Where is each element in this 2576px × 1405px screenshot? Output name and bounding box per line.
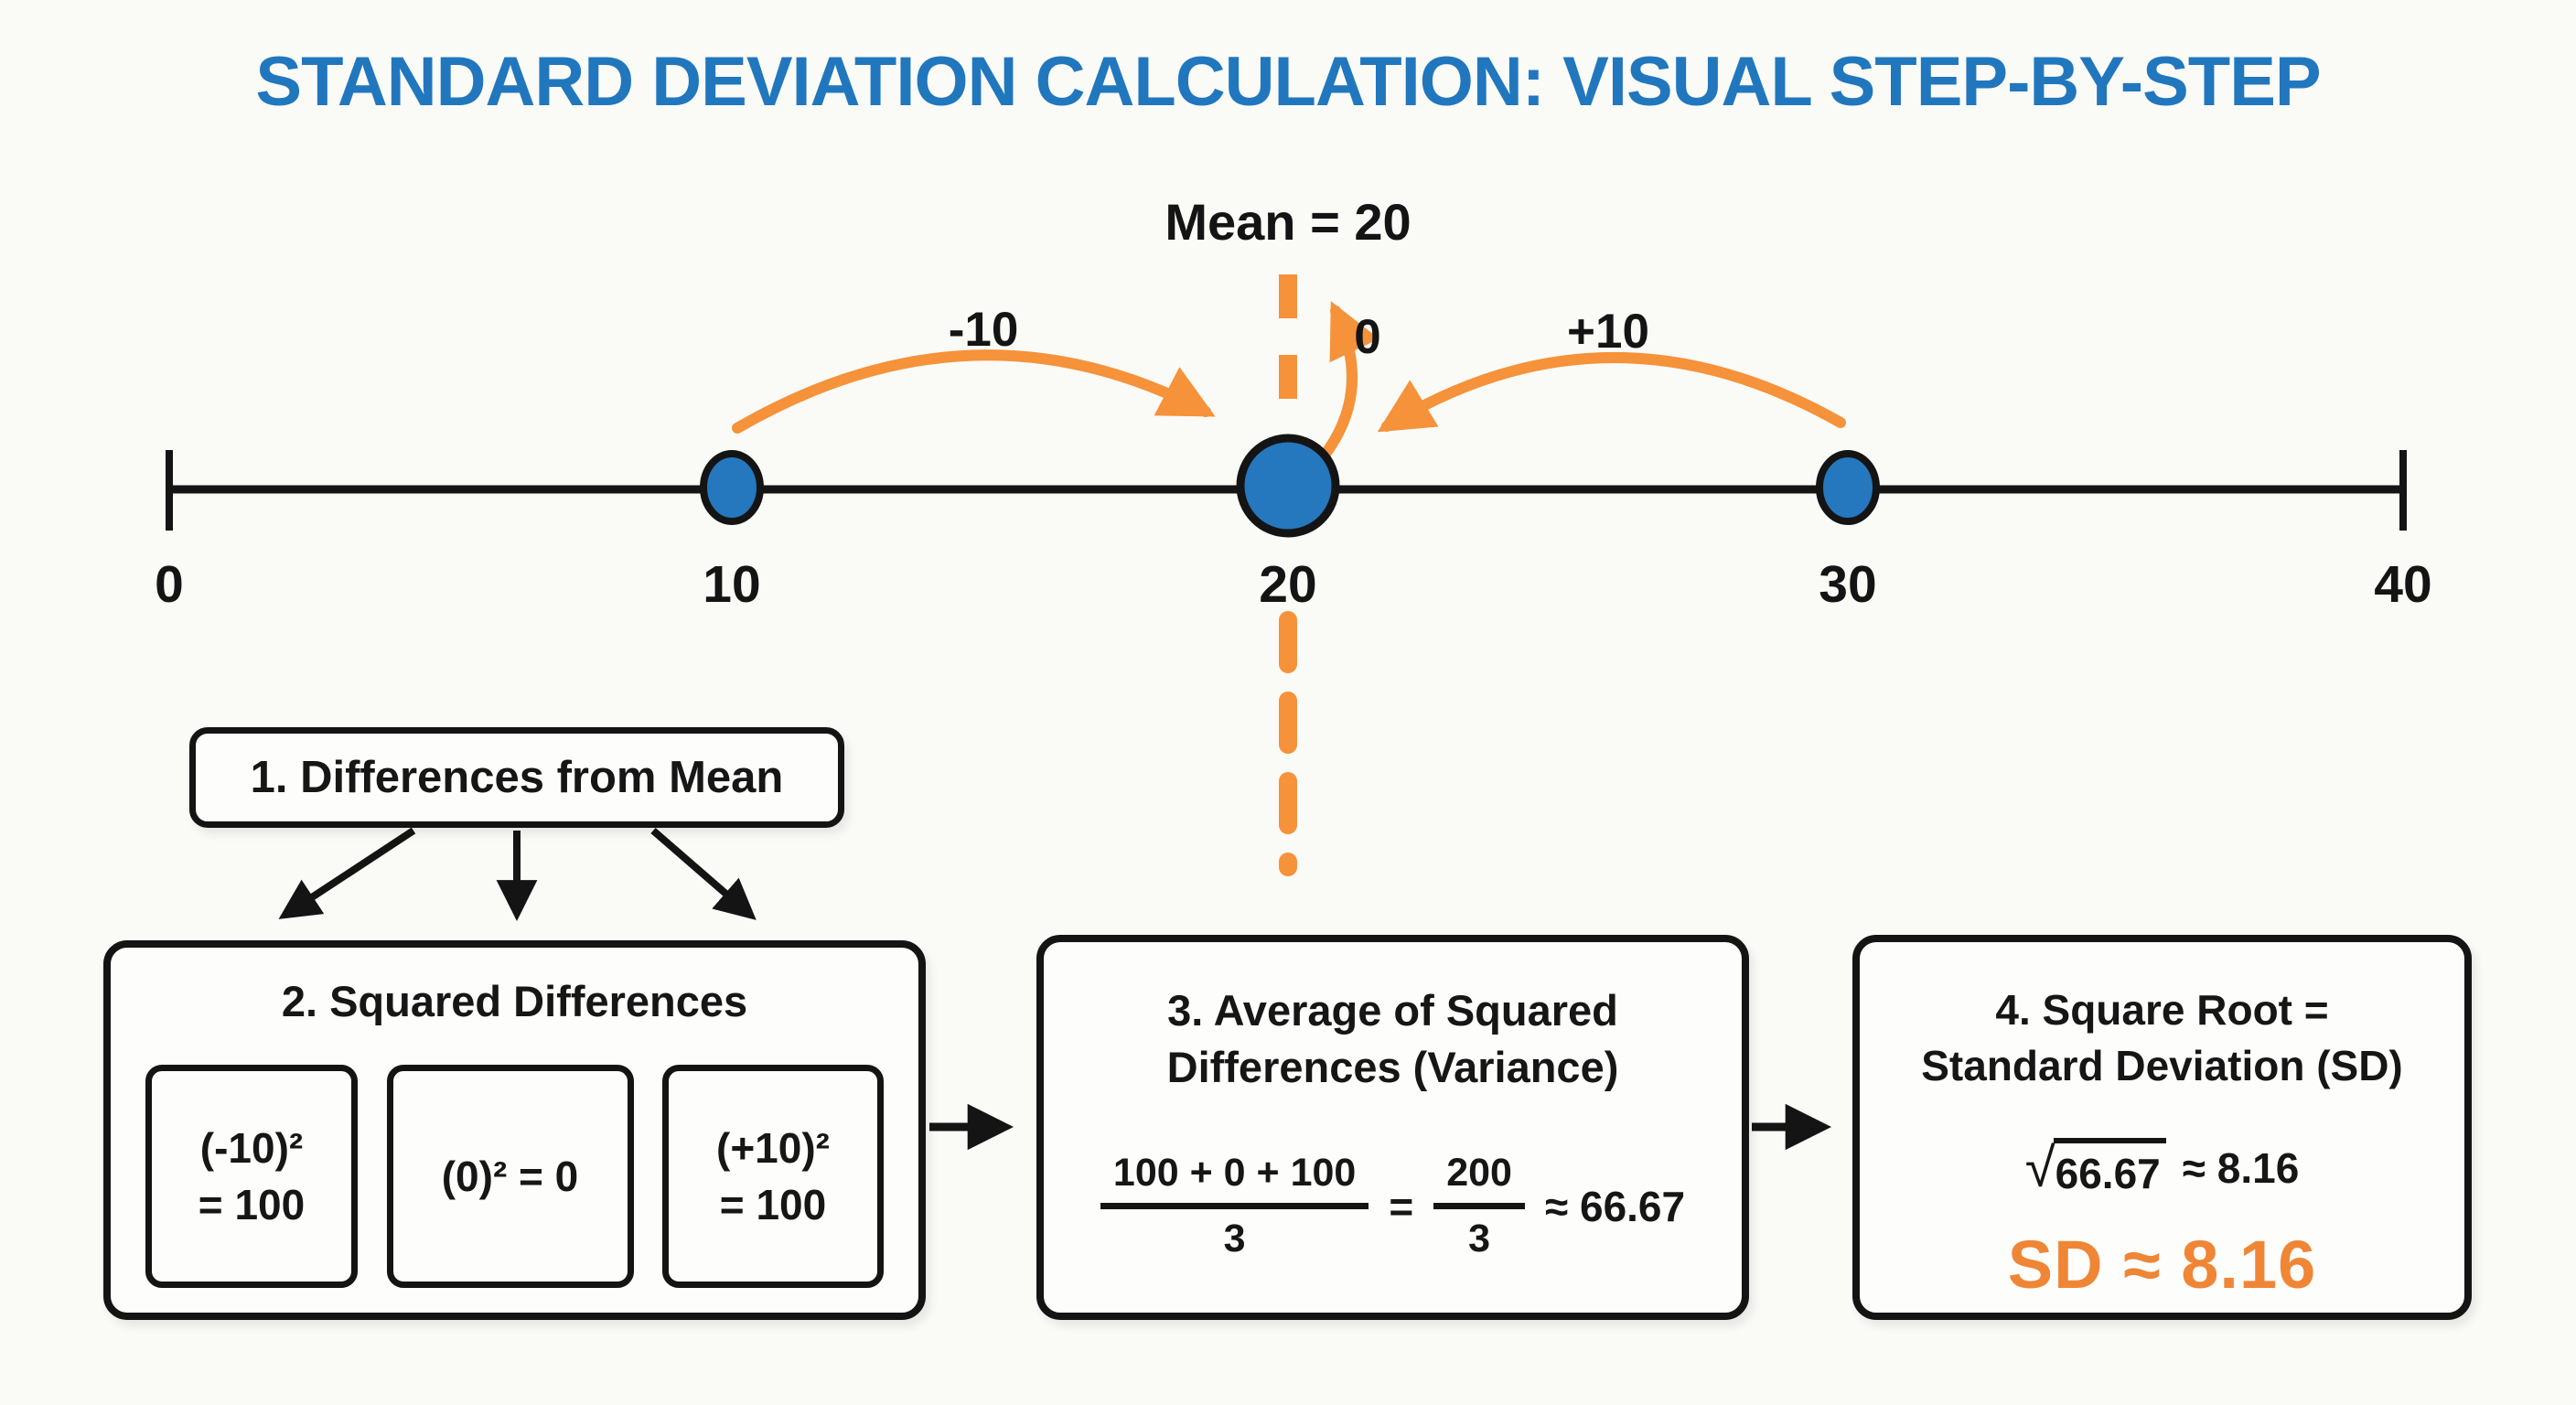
page-title: STANDARD DEVIATION CALCULATION: VISUAL S…: [255, 43, 2321, 121]
tick-label-30: 30: [1819, 555, 1877, 614]
tick-label-0: 0: [155, 555, 184, 614]
variance-approx-value: ≈ 66.67: [1544, 1182, 1686, 1230]
equals-sign: =: [1389, 1182, 1414, 1230]
step1-title: 1. Differences from Mean: [250, 752, 784, 802]
arc-plus10-arrow: [1377, 352, 1846, 433]
tick-label-10: 10: [703, 555, 761, 614]
deviation-label-plus10: +10: [1567, 305, 1649, 359]
fan-arrow-left: [278, 827, 416, 919]
step4-title-line1: 4. Square Root =: [1995, 986, 2329, 1034]
sqrt-radicand: 66.67: [2053, 1137, 2166, 1198]
arc-zero-arrow: [1317, 301, 1379, 463]
variance-sum-denominator: 3: [1100, 1203, 1369, 1261]
squared-cell-zero-expr: (0)² = 0: [441, 1152, 579, 1200]
data-point-30: [1816, 450, 1880, 525]
sqrt-approx-value: ≈ 8.16: [2182, 1143, 2300, 1192]
mean-label: Mean = 20: [1165, 193, 1411, 251]
variance-result-numerator: 200: [1446, 1151, 1512, 1195]
step4-title: 4. Square Root = Standard Deviation (SD): [1860, 982, 2464, 1093]
sqrt-expression: √ 66.67 ≈ 8.16: [1860, 1136, 2464, 1199]
tick-label-40: 40: [2374, 555, 2432, 614]
tick-label-20: 20: [1259, 555, 1317, 614]
step2-box: 2. Squared Differences (-10)² = 100 (0)²…: [103, 940, 926, 1320]
squared-cell-plus10-expr: (+10)²: [716, 1123, 830, 1172]
step1-box: 1. Differences from Mean: [189, 727, 844, 828]
deviation-label-minus10: -10: [948, 303, 1019, 357]
sd-result: SD ≈ 8.16: [2007, 1227, 2317, 1303]
squared-cell-minus10-expr: (-10)²: [199, 1123, 304, 1172]
deviation-label-zero: 0: [1354, 310, 1381, 364]
step4-box: 4. Square Root = Standard Deviation (SD)…: [1852, 935, 2472, 1320]
step2-title: 2. Squared Differences: [281, 977, 748, 1025]
variance-fraction-result: 200 3: [1433, 1151, 1525, 1261]
data-point-20-mean: [1236, 434, 1340, 538]
step3-title-line2: Differences (Variance): [1166, 1043, 1619, 1092]
variance-result-denominator: 3: [1433, 1203, 1525, 1261]
step3-box: 3. Average of Squared Differences (Varia…: [1036, 935, 1749, 1320]
squared-cell-minus10: (-10)² = 100: [145, 1065, 358, 1288]
fan-arrow-right: [650, 827, 757, 920]
step3-title-line1: 3. Average of Squared: [1167, 986, 1618, 1035]
step3-title: 3. Average of Squared Differences (Varia…: [1044, 982, 1742, 1096]
squared-cell-plus10-result: = 100: [719, 1181, 827, 1228]
arc-minus10-arrow: [732, 349, 1216, 434]
squared-cell-plus10: (+10)² = 100: [662, 1065, 884, 1288]
variance-formula: 100 + 0 + 100 3 = 200 3 ≈ 66.67: [1044, 1151, 1742, 1261]
step4-title-line2: Standard Deviation (SD): [1921, 1041, 2403, 1089]
sqrt-sign: √: [2024, 1137, 2055, 1198]
data-point-10: [700, 450, 764, 525]
squared-differences-row: (-10)² = 100 (0)² = 0 (+10)² = 100: [111, 1065, 918, 1288]
squared-cell-zero: (0)² = 0: [386, 1065, 634, 1288]
squared-cell-minus10-result: = 100: [198, 1181, 306, 1228]
variance-fraction-sum: 100 + 0 + 100 3: [1100, 1151, 1369, 1261]
variance-sum-numerator: 100 + 0 + 100: [1112, 1151, 1357, 1195]
